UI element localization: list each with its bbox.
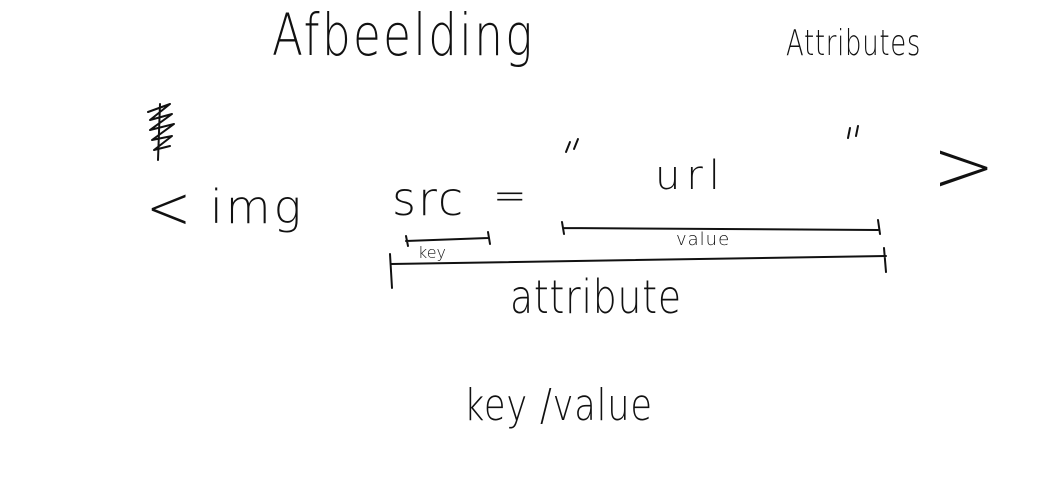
- attribute-value: url: [655, 153, 726, 199]
- value-span-bracket: [561, 219, 881, 235]
- key-value-caption: key /value: [464, 380, 653, 431]
- open-angle-bracket: <: [146, 173, 192, 243]
- key-label: key: [418, 243, 447, 262]
- page-title: Afbeelding: [272, 1, 535, 69]
- equals-sign: =: [493, 173, 527, 219]
- attribute-label: attribute: [510, 270, 682, 324]
- close-angle-bracket: >: [932, 124, 996, 208]
- attribute-key: src: [392, 172, 466, 226]
- value-label: value: [676, 229, 731, 250]
- open-quote-mark: [565, 138, 579, 153]
- scribble-mark: [147, 103, 175, 161]
- close-quote-mark: [847, 125, 859, 139]
- section-title: Attributes: [786, 23, 922, 64]
- attribute-span-bracket: [389, 247, 887, 289]
- tag-name: img: [210, 180, 305, 234]
- key-span-bracket: [405, 231, 491, 247]
